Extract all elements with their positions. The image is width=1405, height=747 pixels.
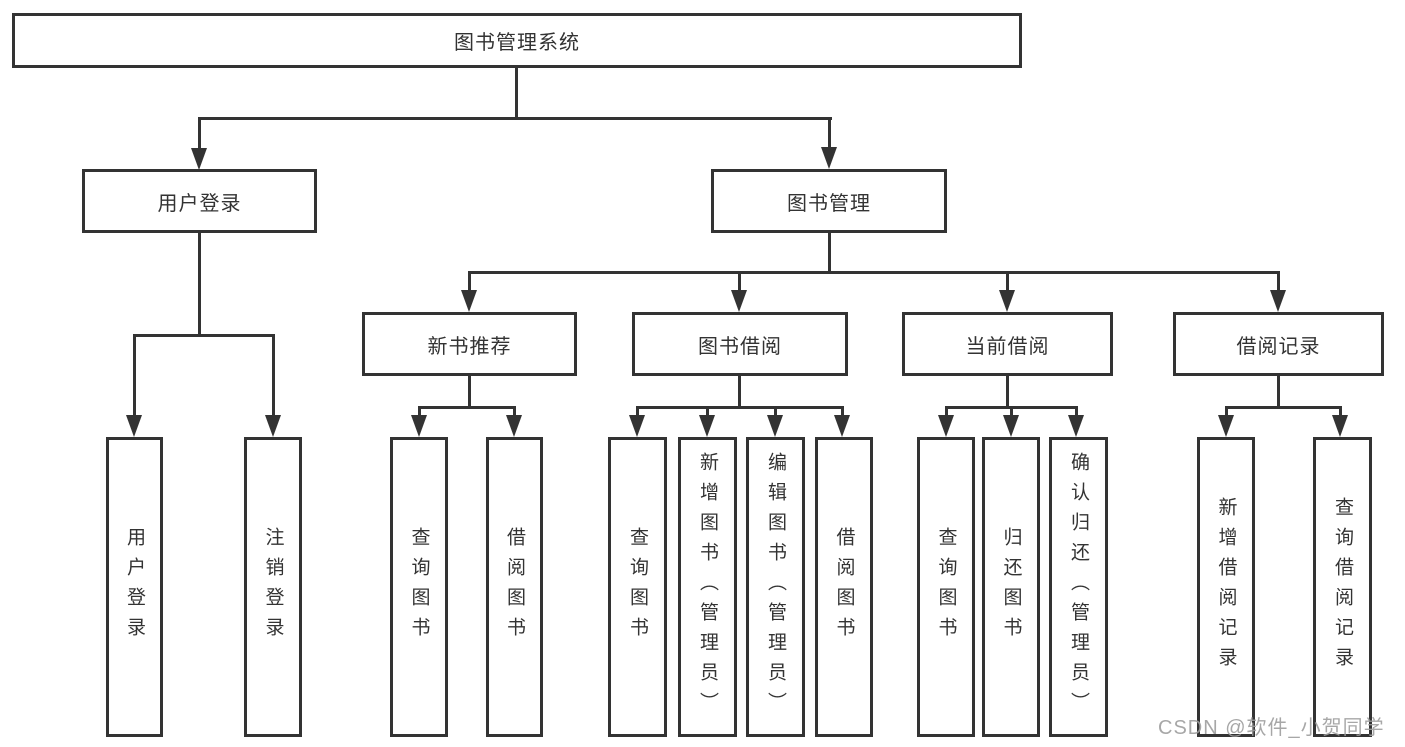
node-return-books: 归还图书 <box>982 437 1040 737</box>
connector-line <box>1006 376 1009 409</box>
connector-line <box>1277 376 1280 409</box>
connector-line <box>1006 271 1009 293</box>
connector-line <box>945 406 948 420</box>
connector-line <box>636 406 844 409</box>
arrow-down-icon <box>821 147 837 169</box>
connector-line <box>706 406 709 420</box>
connector-line <box>198 117 832 120</box>
connector-line <box>468 376 471 409</box>
node-edit-book-admin: 编辑图书（管理员） <box>746 437 805 737</box>
arrow-down-icon <box>1068 415 1084 437</box>
connector-line <box>1010 406 1013 420</box>
connector-line <box>198 117 201 151</box>
arrow-down-icon <box>629 415 645 437</box>
node-user-login: 用户登录 <box>82 169 317 233</box>
connector-line <box>828 117 831 151</box>
connector-line <box>198 233 201 337</box>
connector-line <box>133 334 136 418</box>
arrow-down-icon <box>506 415 522 437</box>
node-add-book-admin: 新增图书（管理员） <box>678 437 737 737</box>
arrow-down-icon <box>1003 415 1019 437</box>
node-query-books-recommend: 查询图书 <box>390 437 448 737</box>
connector-line <box>468 271 1280 274</box>
node-borrow-record: 借阅记录 <box>1173 312 1384 376</box>
connector-line <box>515 68 518 119</box>
connector-line <box>738 271 741 293</box>
node-book-management: 图书管理 <box>711 169 947 233</box>
connector-line <box>738 376 741 409</box>
arrow-down-icon <box>938 415 954 437</box>
connector-line <box>636 406 639 420</box>
arrow-down-icon <box>1270 290 1286 312</box>
connector-line <box>133 334 275 337</box>
connector-line <box>468 271 471 293</box>
node-query-books-current: 查询图书 <box>917 437 975 737</box>
connector-line <box>418 406 421 420</box>
arrow-down-icon <box>731 290 747 312</box>
arrow-down-icon <box>265 415 281 437</box>
arrow-down-icon <box>1332 415 1348 437</box>
node-add-borrow-record: 新增借阅记录 <box>1197 437 1255 737</box>
node-borrow-books: 借阅图书 <box>815 437 873 737</box>
connector-line <box>1225 406 1342 409</box>
connector-line <box>828 233 831 274</box>
arrow-down-icon <box>999 290 1015 312</box>
arrow-down-icon <box>126 415 142 437</box>
node-confirm-return-admin: 确认归还（管理员） <box>1049 437 1108 737</box>
connector-line <box>272 334 275 418</box>
connector-line <box>1075 406 1078 420</box>
connector-line <box>418 406 516 409</box>
node-logout: 注销登录 <box>244 437 302 737</box>
connector-line <box>513 406 516 420</box>
connector-line <box>1225 406 1228 420</box>
connector-line <box>1339 406 1342 420</box>
connector-line <box>841 406 844 420</box>
node-new-book-recommend: 新书推荐 <box>362 312 577 376</box>
node-current-borrow: 当前借阅 <box>902 312 1113 376</box>
arrow-down-icon <box>191 148 207 170</box>
connector-line <box>774 406 777 420</box>
node-borrow-books-recommend: 借阅图书 <box>486 437 543 737</box>
csdn-watermark: CSDN @软件_小贺同学 <box>1158 717 1385 739</box>
arrow-down-icon <box>411 415 427 437</box>
node-root-system: 图书管理系统 <box>12 13 1022 68</box>
connector-line <box>1277 271 1280 293</box>
node-query-books-borrow: 查询图书 <box>608 437 667 737</box>
node-query-borrow-record: 查询借阅记录 <box>1313 437 1372 737</box>
arrow-down-icon <box>461 290 477 312</box>
arrow-down-icon <box>834 415 850 437</box>
arrow-down-icon <box>1218 415 1234 437</box>
node-user-login-action: 用户登录 <box>106 437 163 737</box>
arrow-down-icon <box>767 415 783 437</box>
arrow-down-icon <box>699 415 715 437</box>
node-book-borrow: 图书借阅 <box>632 312 848 376</box>
